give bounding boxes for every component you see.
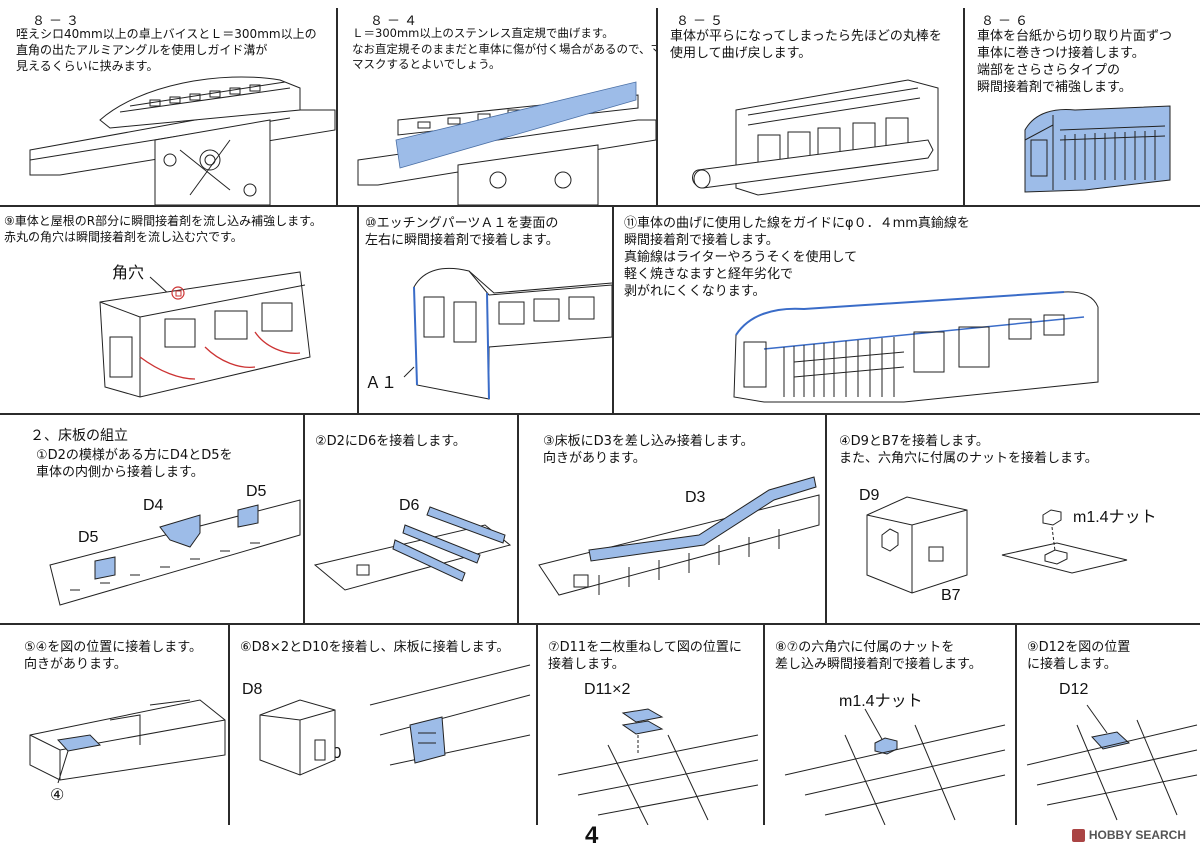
- step-11-brass-wire: ⑪車体の曲げに使用した線をガイドにφ０．４mm真鍮線を 瞬間接着剤で接着します。…: [614, 207, 1200, 413]
- step-text: ⑪車体の曲げに使用した線をガイドにφ０．４mm真鍮線を 瞬間接着剤で接着します。…: [624, 216, 970, 299]
- step-8-4: ８－４ Ｌ＝300mm以上のステンレス直定規で曲げます。 なお直定規そのままだと…: [338, 0, 656, 205]
- roof-reinforce-illustration: [99, 271, 311, 398]
- step-8-6: ８－６ 車体を台紙から切り取り片面ずつ 車体に巻きつけ接着します。 端部をさらさ…: [965, 0, 1200, 205]
- step-text: 車体を台紙から切り取り片面ずつ 車体に巻きつけ接着します。 端部をさらさらタイプ…: [977, 29, 1173, 95]
- square-hole-label: 角穴: [112, 265, 145, 282]
- col-divider: [336, 8, 338, 205]
- brass-wire-illustration: [733, 291, 1099, 403]
- col-divider: [303, 415, 305, 623]
- d12-illustration: [1026, 704, 1198, 821]
- floor-section-heading: ２、床板の組立: [30, 428, 128, 444]
- nut-label: m1.4ナット: [839, 693, 923, 710]
- part-d5-label: D5: [78, 529, 99, 546]
- step-text: 車体が平らになってしまったら先ほどの丸棒を 使用して曲げ戻します。: [670, 29, 942, 61]
- part-d6-label: D6: [399, 497, 420, 514]
- ruler-bending-illustration: [357, 81, 656, 205]
- part-b7-label: B7: [941, 587, 961, 604]
- step-number: ８－５: [676, 14, 728, 29]
- col-divider: [825, 415, 827, 623]
- rod-rebend-illustration: [692, 79, 939, 196]
- step-text: ⑨車体と屋根のR部分に瞬間接着剤を流し込み補強します。 赤丸の角穴は瞬間接着剤を…: [4, 214, 322, 244]
- step-text: ⑩エッチングパーツＡ１を妻面の 左右に瞬間接着剤で接着します。: [365, 216, 559, 248]
- row-divider-3: [0, 623, 1200, 625]
- floor-step-8: ⑧⑦の六角穴に付属のナットを 差し込み瞬間接着剤で接着します。 m1.4ナット: [765, 625, 1015, 825]
- part-d5-label: D5: [246, 483, 267, 500]
- floor-step-4: ④D9とB7を接着します。 また、六角穴に付属のナットを接着します。 D9 B7…: [827, 415, 1200, 623]
- body-wrap-illustration: [1024, 105, 1171, 193]
- d4-d5-illustration: [49, 499, 301, 606]
- step-text: ⑨D12を図の位置 に接着します。: [1027, 640, 1131, 672]
- floor-step-1: ２、床板の組立 ①D2の模様がある方にD4とD5を 車体の内側から接着します。 …: [0, 415, 303, 623]
- floor-step-6: ⑥D8×2とD10を接着し、床板に接着します。 D8 D10: [230, 625, 536, 825]
- d8-d10-illustration: [259, 664, 531, 776]
- floor-step-7: ⑦D11を二枚重ねして図の位置に 接着します。 D11×2: [538, 625, 763, 825]
- end-panel-illustration: [403, 267, 612, 400]
- d11-illustration: [557, 708, 759, 825]
- step-8-5: ８－５ 車体が平らになってしまったら先ほどの丸棒を 使用して曲げ戻します。: [658, 0, 963, 205]
- step-text: ⑤④を図の位置に接着します。 向きがあります。: [24, 640, 203, 672]
- vise-bending-illustration: [29, 76, 336, 205]
- part-d9-label: D9: [859, 487, 880, 504]
- col-divider: [517, 415, 519, 623]
- col-divider: [612, 207, 614, 413]
- step-text: ①D2の模様がある方にD4とD5を 車体の内側から接着します。: [36, 448, 233, 480]
- part-a1-label: Ａ１: [365, 375, 398, 392]
- col-divider: [1015, 625, 1017, 825]
- step-text: ⑦D11を二枚重ねして図の位置に 接着します。: [548, 640, 742, 672]
- col-divider: [228, 625, 230, 825]
- brand-name: HOBBY SEARCH: [1088, 828, 1186, 842]
- step-text: Ｌ＝300mm以上のステンレス直定規で曲げます。 なお直定規そのままだと車体に傷…: [352, 26, 656, 71]
- part-d12-label: D12: [1059, 681, 1089, 698]
- step-number: ８－３: [32, 14, 84, 29]
- step-number: ８－４: [370, 14, 422, 29]
- step-text: ④D9とB7を接着します。 また、六角穴に付属のナットを接着します。: [839, 434, 1098, 466]
- d9-b7-nut-illustration: [866, 496, 1128, 594]
- d3-illustration: [538, 476, 820, 596]
- step-text: ③床板にD3を差し込み接着します。 向きがあります。: [543, 434, 754, 466]
- part-d4-label: D4: [143, 497, 164, 514]
- floor-step-3: ③床板にD3を差し込み接着します。 向きがあります。 D3: [519, 415, 825, 623]
- part-d3-label: D3: [685, 489, 706, 506]
- row-divider-1: [0, 205, 1200, 207]
- step-9-reinforce: ⑨車体と屋根のR部分に瞬間接着剤を流し込み補強します。 赤丸の角穴は瞬間接着剤を…: [0, 207, 357, 413]
- step-8-3: ８－３ 咥えシロ40mm以上の卓上バイスとＬ＝300mm以上の 直角の出たアルミ…: [0, 0, 336, 205]
- col-divider: [656, 8, 658, 205]
- step-number: ８－６: [981, 14, 1033, 29]
- step-text: ⑧⑦の六角穴に付属のナットを 差し込み瞬間接着剤で接着します。: [775, 640, 982, 672]
- part-d11-label: D11×2: [584, 681, 631, 698]
- nut-insert-illustration: [784, 708, 1006, 825]
- brand-watermark: HOBBY SEARCH: [1071, 828, 1186, 842]
- step-text: 咥えシロ40mm以上の卓上バイスとＬ＝300mm以上の 直角の出たアルミアングル…: [16, 27, 317, 73]
- assembly-4-placement-illustration: [29, 699, 226, 784]
- col-divider: [357, 207, 359, 413]
- col-divider: [963, 8, 965, 205]
- nut-label: m1.4ナット: [1073, 509, 1157, 526]
- col-divider: [763, 625, 765, 825]
- floor-step-5: ⑤④を図の位置に接着します。 向きがあります。 ④: [0, 625, 228, 825]
- floor-step-2: ②D2にD6を接着します。 D6: [305, 415, 517, 623]
- floor-step-9: ⑨D12を図の位置 に接着します。 D12: [1017, 625, 1200, 825]
- row-divider-2: [0, 413, 1200, 415]
- d6-illustration: [313, 506, 512, 591]
- step-10-etching-a1: ⑩エッチングパーツＡ１を妻面の 左右に瞬間接着剤で接着します。 Ａ１: [359, 207, 612, 413]
- step-text: ⑥D8×2とD10を接着し、床板に接着します。: [240, 640, 510, 655]
- step-text: ②D2にD6を接着します。: [315, 434, 466, 449]
- page-number: 4: [585, 822, 599, 849]
- sub-assembly-label: ④: [50, 787, 65, 804]
- brand-logo-icon: [1071, 828, 1085, 842]
- col-divider: [536, 625, 538, 825]
- part-d8-label: D8: [242, 681, 263, 698]
